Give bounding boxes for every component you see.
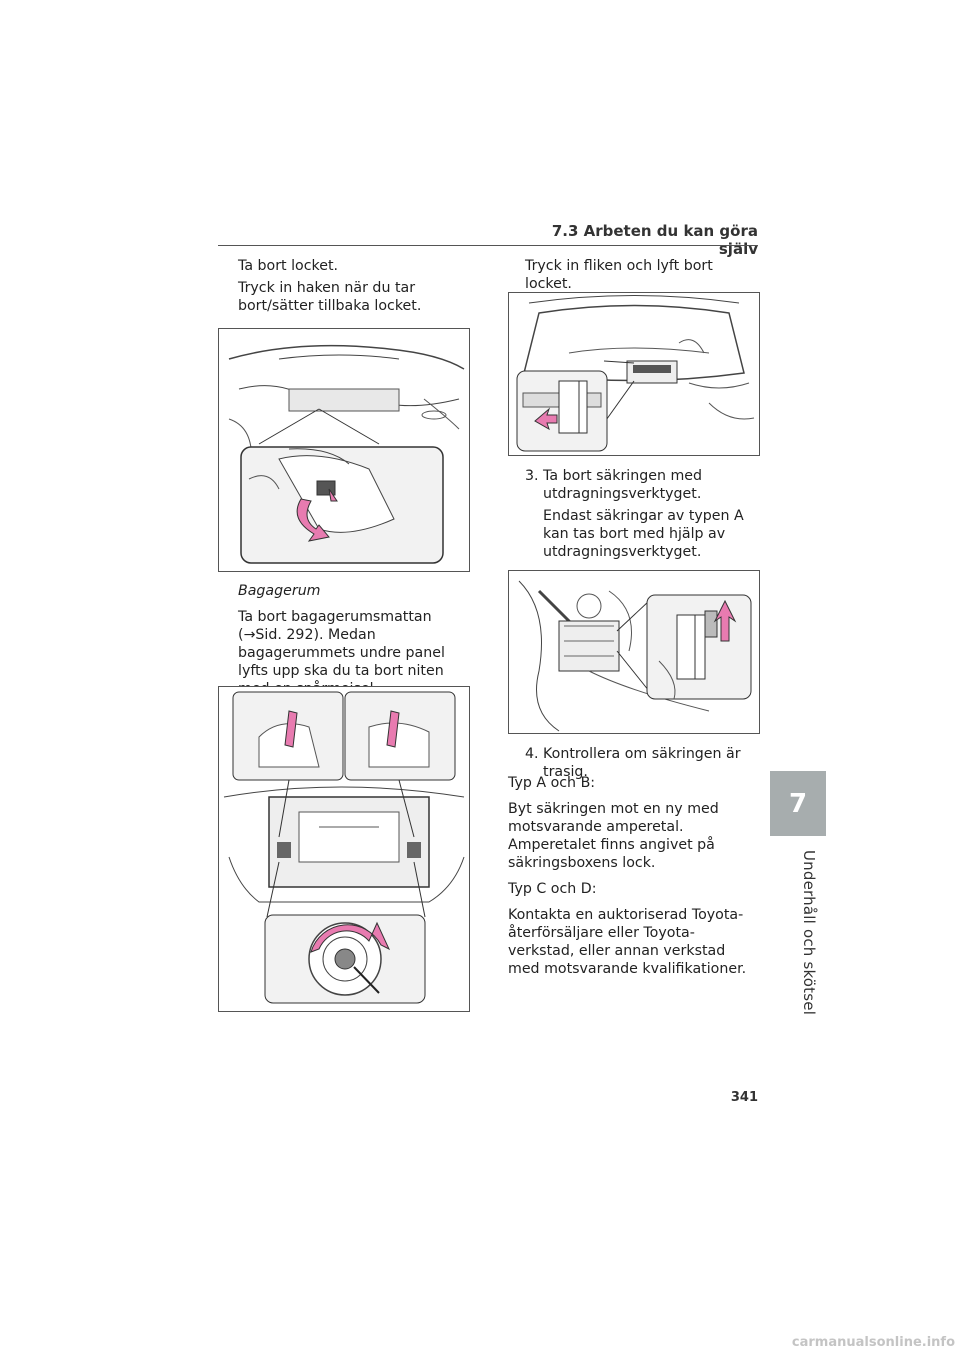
left-subheading: Bagagerum: [238, 583, 321, 599]
watermark: carmanualsonline.info: [791, 1335, 955, 1350]
figure-fuse-removal: [508, 570, 760, 734]
chapter-side-label: Underhåll och skötsel: [800, 850, 818, 1016]
left-p1: Ta bort locket.: [238, 258, 339, 274]
trunk-panel-illustration: [219, 687, 469, 1011]
step3-text: 3. Ta bort säkringen med utdragningsverk…: [525, 468, 703, 502]
typ-cd-label: Typ C och D:: [508, 881, 597, 897]
header-rule: [218, 245, 758, 246]
right-step3: 3. Ta bort säkringen med utdragningsverk…: [525, 467, 757, 561]
right-p1: Tryck in fliken och lyft bort locket.: [525, 258, 713, 292]
page-number: 341: [730, 1090, 758, 1105]
figure-trunk-panel: [218, 686, 470, 1012]
chapter-tab: 7: [770, 771, 826, 836]
figure-fusebox-cover: [508, 292, 760, 456]
right-fuse-types: Typ A och B: Byt säkringen mot en ny med…: [508, 774, 758, 978]
typ-cd-text: Kontakta en auktoriserad Toyota-återförs…: [508, 907, 747, 977]
fusebox-cover-illustration: [509, 293, 759, 455]
step4-text: 4. Kontrollera om säkringen är trasig.: [525, 746, 741, 780]
typ-ab-label: Typ A och B:: [508, 775, 596, 791]
right-step4: 4. Kontrollera om säkringen är trasig.: [525, 745, 765, 781]
typ-ab-text: Byt säkringen mot en ny med motsvarande …: [508, 801, 719, 871]
section-header: 7.3 Arbeten du kan göra själv: [551, 222, 758, 258]
cover-removal-illustration: [219, 329, 469, 571]
left-trunk-section: Bagagerum Ta bort bagagerumsmattan (→Sid…: [238, 582, 468, 698]
fuse-removal-illustration: [509, 571, 759, 733]
left-p3: Ta bort bagagerumsmattan (→Sid. 292). Me…: [238, 609, 445, 697]
figure-cover-removal: [218, 328, 470, 572]
right-intro: Tryck in fliken och lyft bort locket.: [525, 257, 757, 293]
left-intro: Ta bort locket. Tryck in haken när du ta…: [238, 257, 468, 315]
left-p2: Tryck in haken när du tar bort/sätter ti…: [238, 280, 422, 314]
step3-note: Endast säkringar av typen A kan tas bort…: [543, 508, 744, 560]
